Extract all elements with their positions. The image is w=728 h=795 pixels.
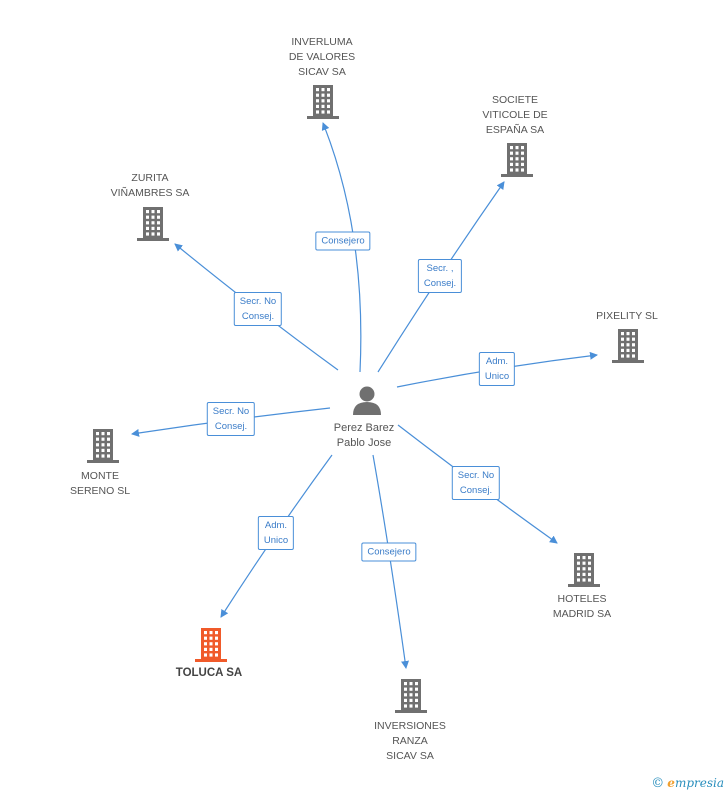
person-icon[interactable]	[353, 386, 381, 416]
edge-inversiones	[372, 454, 409, 669]
building-icon-societe[interactable]	[501, 143, 533, 177]
copyright-symbol: ©	[651, 776, 665, 791]
relation-label-inversiones[interactable]: Consejero	[361, 542, 417, 562]
building-icon-zurita[interactable]	[137, 207, 169, 241]
relation-label-zurita[interactable]: Secr. No Consej.	[233, 292, 283, 326]
company-name-societe[interactable]: SOCIETE VITICOLE DE ESPAÑA SA	[482, 94, 548, 136]
company-name-monte[interactable]: MONTE SERENO SL	[69, 470, 131, 497]
brand-name: mpresia	[674, 776, 724, 790]
relation-label-toluca[interactable]: Adm. Unico	[257, 516, 295, 550]
brand-initial: e	[667, 776, 675, 790]
building-icon-pixelity[interactable]	[612, 329, 644, 363]
company-name-zurita[interactable]: ZURITA VIÑAMBRES SA	[110, 172, 190, 199]
building-icon-toluca[interactable]	[195, 628, 227, 662]
relation-label-pixelity[interactable]: Adm. Unico	[478, 352, 516, 386]
relation-label-inverluma[interactable]: Consejero	[315, 231, 371, 251]
building-icon-hoteles[interactable]	[568, 553, 600, 587]
relation-label-societe[interactable]: Secr. , Consej.	[417, 259, 463, 293]
building-icon-inverluma[interactable]	[307, 85, 339, 119]
company-name-inversiones[interactable]: INVERSIONES RANZA SICAV SA	[374, 720, 446, 762]
company-name-hoteles[interactable]: HOTELES MADRID SA	[552, 593, 612, 620]
building-icon-monte[interactable]	[87, 429, 119, 463]
company-name-inverluma[interactable]: INVERLUMA DE VALORES SICAV SA	[288, 36, 356, 78]
company-name-toluca[interactable]: TOLUCA SA	[175, 667, 243, 679]
person-name[interactable]: Perez Barez Pablo Jose	[333, 422, 395, 449]
empresia-brand: ©empresia	[651, 776, 724, 791]
building-icon-inversiones[interactable]	[395, 679, 427, 713]
company-name-pixelity[interactable]: PIXELITY SL	[596, 310, 658, 322]
relation-label-monte[interactable]: Secr. No Consej.	[206, 402, 256, 436]
relation-label-hoteles[interactable]: Secr. No Consej.	[451, 466, 501, 500]
